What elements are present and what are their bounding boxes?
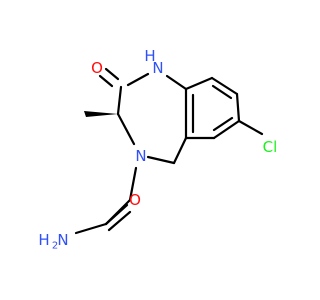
bond-c8-c7 [235,92,241,123]
bond-c2-n1 [126,72,150,87]
bonds-layer [74,67,264,235]
atom-label-nh-h: H [144,47,155,65]
bond-c3-n4 [116,112,136,146]
atom-label-nh-n: N [152,59,163,77]
bond-c2-o1-b [104,67,120,81]
bond-c7-cl [237,119,264,136]
bond-c7-c6 [212,119,241,140]
atom-label-o2: O [129,191,141,209]
atom-label-nh2-h: H [38,231,49,249]
atom-labels: O H N N Cl O H N 2 [38,47,277,252]
bond-c9-c8 [210,76,239,96]
bond-c2-o1-a [98,74,114,88]
bond-n1-c9a [165,74,188,91]
bond-camide-o2-a [104,203,129,226]
bond-c5-c5a [172,136,188,165]
bond-c9-c8-inner [211,84,233,100]
molecule-structure-diagram: O H N N Cl O H N 2 [38,47,278,252]
atom-label-cl: Cl [263,138,278,156]
bond-camide-nh2 [74,222,108,235]
bond-n4-ch2 [128,166,138,202]
bond-n4-c5 [146,155,176,165]
atom-label-n4: N [135,147,146,165]
bond-c2-c3 [116,85,123,116]
bond-c9a-c9 [184,76,214,91]
bond-camide-o2-b [107,210,132,232]
atom-label-nh2-subscript: 2 [52,241,58,252]
bond-c7-c6-inner [212,116,234,132]
atom-label-o1: O [91,59,103,77]
atom-label-nh2-n: N [57,231,68,249]
wedge-bond-c3-methyl [84,111,118,117]
